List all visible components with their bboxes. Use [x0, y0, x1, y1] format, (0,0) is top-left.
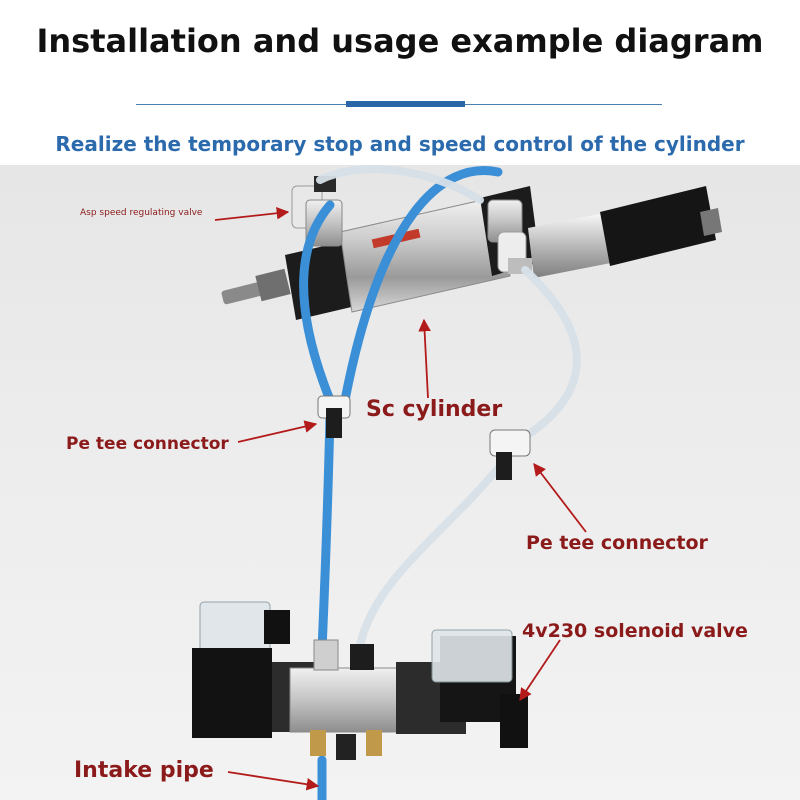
page-title: Installation and usage example diagram	[36, 22, 764, 60]
header: Installation and usage example diagram R…	[0, 0, 800, 165]
sc-cylinder-label: Sc cylinder	[366, 397, 503, 422]
asp-speed-valve-left	[291, 176, 343, 247]
title-divider-accent	[346, 101, 465, 107]
pe-tee-connector-left	[317, 395, 351, 438]
solenoid-valve-label: 4v230 solenoid valve	[522, 620, 748, 642]
page-subtitle: Realize the temporary stop and speed con…	[55, 132, 745, 156]
asp-speed-valve-right	[487, 199, 532, 274]
pe-tee-connector-left-label: Pe tee connector	[66, 434, 229, 454]
clear-hoses	[316, 165, 581, 659]
pe-tee-connector-right	[489, 429, 531, 480]
asp-speed-regulating-valve-label: Asp speed regulating valve	[80, 208, 203, 218]
intake-pipe-label: Intake pipe	[74, 758, 214, 783]
blue-hoses	[299, 166, 503, 800]
annotation-arrows	[214, 206, 587, 791]
pe-tee-connector-right-label: Pe tee connector	[526, 532, 708, 554]
4v230-solenoid-valve	[192, 601, 528, 760]
